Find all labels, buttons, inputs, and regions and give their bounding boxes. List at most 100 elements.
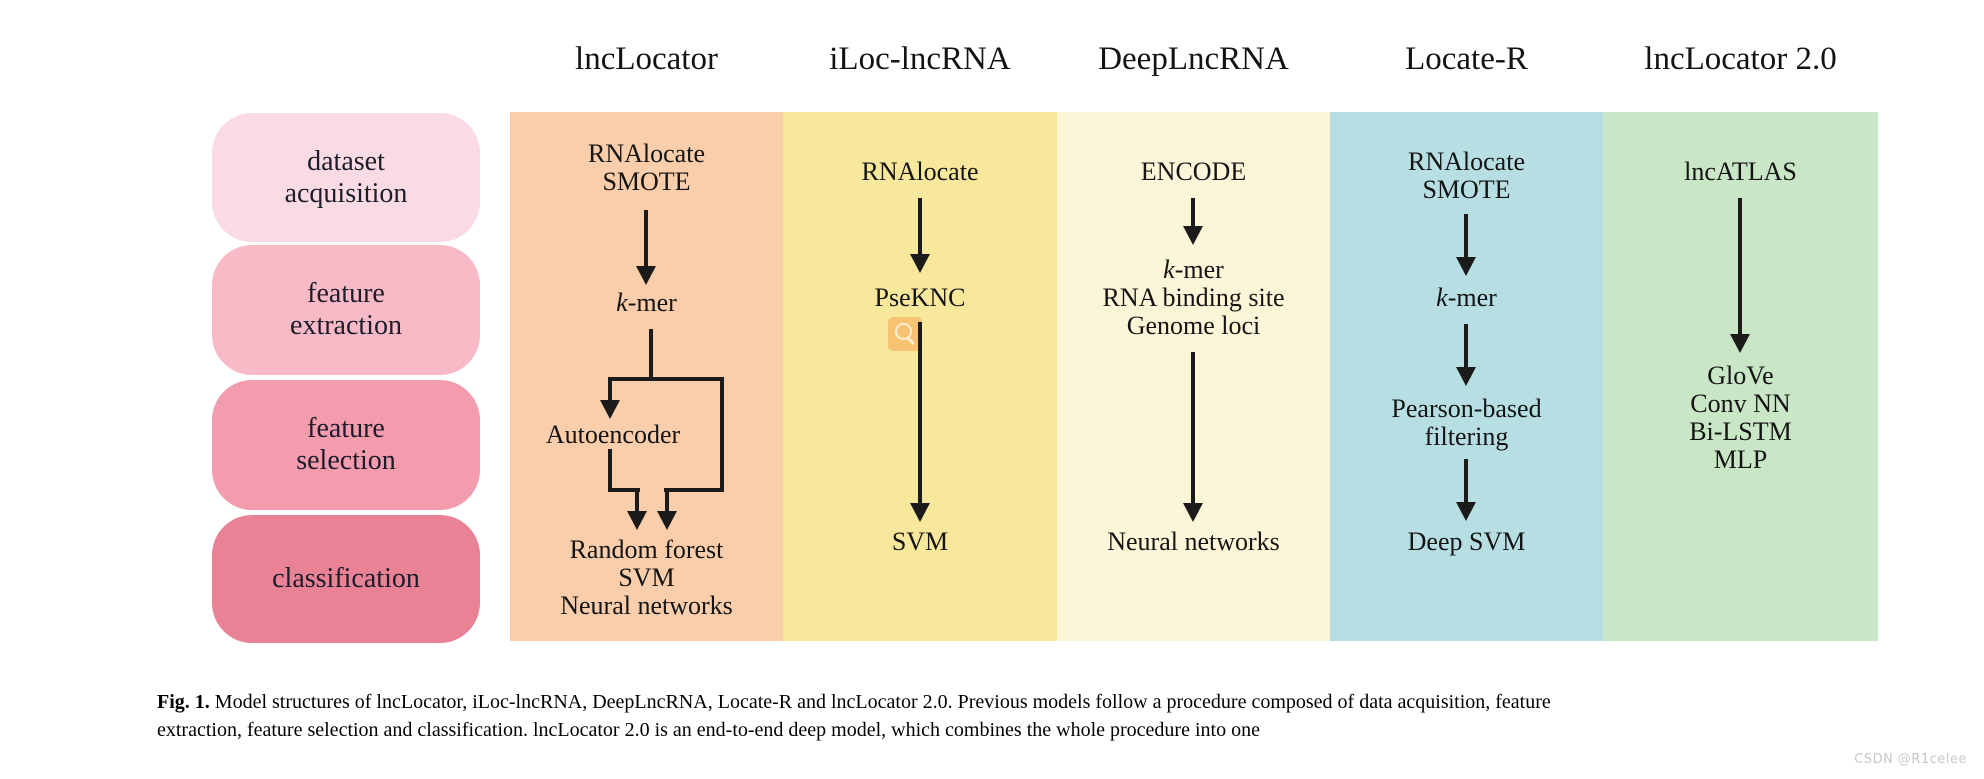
node-line: SVM	[891, 527, 949, 556]
node-line: Conv NN	[1690, 389, 1791, 418]
stage-label-line: selection	[296, 445, 396, 476]
csdn-watermark: CSDN @R1celee	[1854, 752, 1967, 767]
node-kmer-locate-r: k-mer	[1330, 284, 1603, 312]
arrow-head	[910, 503, 930, 522]
figure-caption-line2: extraction, feature selection and classi…	[157, 717, 1260, 743]
node-line: SMOTE	[602, 167, 691, 196]
connector-line	[720, 377, 724, 492]
stage-label-line: classification	[272, 563, 420, 594]
node-line: RNAlocate	[1408, 147, 1525, 176]
column-header-locate-r: Locate-R	[1405, 41, 1528, 77]
arrow-shaft	[1464, 214, 1468, 258]
node-line: Deep SVM	[1407, 527, 1526, 556]
node-line: filtering	[1424, 422, 1509, 451]
node-line: k	[1163, 255, 1175, 284]
stage-label-line: feature	[307, 278, 385, 309]
node-autoencoder: Autoencoder	[497, 421, 729, 449]
arrow-head	[1456, 367, 1476, 386]
arrow-head	[636, 266, 656, 285]
node-line: -mer	[1174, 255, 1224, 284]
arrow-head	[1183, 503, 1203, 522]
stage-box-feature-extraction: feature extraction	[212, 245, 480, 375]
arrow-shaft	[1191, 198, 1195, 226]
node-dataset-locate-r: RNAlocate SMOTE	[1330, 148, 1603, 204]
arrow-shaft	[665, 488, 669, 512]
arrow-head	[1456, 502, 1476, 521]
arrow-shaft	[1191, 352, 1195, 504]
stage-label-line: feature	[307, 413, 385, 444]
node-line: ENCODE	[1140, 157, 1247, 186]
connector-line	[649, 329, 653, 377]
stage-box-feature-selection: feature selection	[212, 380, 480, 510]
node-line: RNA binding site	[1102, 283, 1285, 312]
arrow-shaft	[644, 210, 648, 266]
node-dataset-lnclocator: RNAlocate SMOTE	[510, 140, 783, 196]
arrow-head	[657, 511, 677, 530]
figure-caption-line1: Fig. 1. Model structures of lncLocator, …	[157, 689, 1551, 715]
node-line: k	[616, 288, 628, 317]
arrow-shaft	[1464, 459, 1468, 503]
node-line: -mer	[1447, 283, 1497, 312]
node-line: Neural networks	[560, 591, 733, 620]
node-line: SMOTE	[1422, 175, 1511, 204]
node-line: Random forest	[569, 535, 724, 564]
connector-line	[608, 488, 640, 492]
arrow-shaft	[608, 377, 612, 401]
node-line: k-mer	[1057, 256, 1330, 284]
stage-label-line: dataset	[307, 145, 385, 177]
node-dataset-iloc: RNAlocate	[783, 158, 1057, 186]
column-bg-lnclocator	[510, 112, 783, 641]
node-line: Neural networks	[1107, 527, 1280, 556]
stage-box-dataset-acquisition: dataset acquisition	[212, 113, 480, 242]
arrow-head	[1183, 226, 1203, 245]
node-line: k	[1436, 283, 1448, 312]
stage-label-line: extraction	[290, 310, 402, 341]
node-features-deeplncrna: k-mer RNA binding site Genome loci	[1057, 256, 1330, 340]
node-classifiers-lnclocator: Random forest SVM Neural networks	[510, 536, 783, 620]
node-line: Bi-LSTM	[1689, 417, 1792, 446]
arrow-shaft	[918, 198, 922, 254]
node-dataset-lnclocator2: lncATLAS	[1603, 158, 1878, 186]
arrow-head	[910, 254, 930, 273]
node-line: MLP	[1713, 445, 1768, 474]
node-line: RNAlocate	[588, 139, 705, 168]
node-line: Genome loci	[1126, 311, 1261, 340]
stage-box-classification: classification	[212, 515, 480, 643]
node-line: PseKNC	[874, 283, 966, 312]
column-header-lnclocator-2: lncLocator 2.0	[1644, 41, 1837, 77]
node-deep-svm: Deep SVM	[1330, 528, 1603, 556]
column-header-deeplncrna: DeepLncRNA	[1098, 41, 1289, 77]
node-svm-iloc: SVM	[783, 528, 1057, 556]
arrow-shaft	[635, 488, 639, 512]
figure-caption-prefix: Fig. 1.	[157, 691, 210, 713]
node-model-lnclocator2: GloVe Conv NN Bi-LSTM MLP	[1603, 362, 1878, 474]
connector-line	[609, 377, 724, 381]
arrow-head	[600, 400, 620, 419]
arrow-head	[1730, 334, 1750, 353]
arrow-head	[1456, 257, 1476, 276]
node-line: Pearson-based	[1391, 394, 1542, 423]
arrow-shaft	[918, 322, 922, 504]
node-pseknc: PseKNC	[783, 284, 1057, 312]
node-nn-deeplncrna: Neural networks	[1057, 528, 1330, 556]
column-header-lnclocator: lncLocator	[575, 41, 718, 77]
connector-line	[664, 488, 724, 492]
column-header-iloc-lncrna: iLoc-lncRNA	[829, 41, 1011, 77]
node-line: -mer	[627, 288, 677, 317]
figure-caption-text: Model structures of lncLocator, iLoc-lnc…	[209, 691, 1551, 713]
figure-caption-text: extraction, feature selection and classi…	[157, 719, 1260, 741]
connector-line	[608, 449, 612, 492]
node-line: SVM	[618, 563, 675, 592]
magnifier-overlay-icon[interactable]	[888, 317, 922, 351]
node-kmer-lnclocator: k-mer	[510, 289, 783, 317]
node-pearson-filtering: Pearson-based filtering	[1330, 395, 1603, 451]
arrow-shaft	[1464, 324, 1468, 368]
arrow-head	[627, 511, 647, 530]
node-dataset-deeplncrna: ENCODE	[1057, 158, 1330, 186]
node-line: Autoencoder	[545, 420, 681, 449]
node-line: lncATLAS	[1684, 157, 1797, 186]
node-line: RNAlocate	[861, 157, 979, 186]
magnifier-handle	[906, 336, 915, 345]
node-line: GloVe	[1707, 361, 1774, 390]
